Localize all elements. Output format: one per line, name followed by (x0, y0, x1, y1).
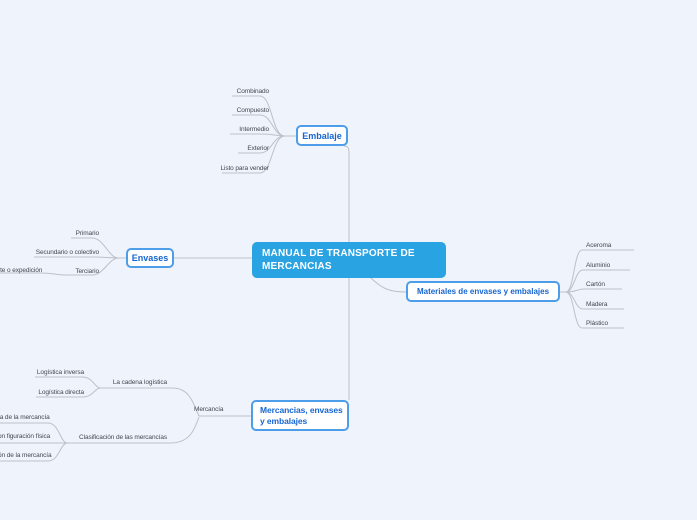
leaf-combinado[interactable]: Combinado (236, 88, 269, 95)
connector-leaf-logistica-directa (36, 387, 101, 398)
leaf-intermedio[interactable]: Intermedio (239, 126, 269, 133)
leaf-logistica-directa[interactable]: Logística directa (38, 389, 84, 396)
connector-leaf-exterior (238, 135, 285, 154)
leaf-aceroma[interactable]: Aceroma (586, 242, 612, 249)
leaf-carton[interactable]: Cartón (586, 281, 605, 288)
connector-leaf-secundario (34, 256, 119, 259)
central-node-title[interactable]: MANUAL DE TRANSPORTE DE MERCANCIAS (252, 242, 446, 278)
leaf-plastico[interactable]: Plástico (586, 320, 608, 327)
leaf-naturaleza-mercancia[interactable]: ta de la mercancía (0, 414, 50, 421)
leaf-terciario[interactable]: Terciario (75, 268, 99, 275)
leaf-clasificacion-mercancias[interactable]: Clasificación de las mercancías (79, 434, 167, 441)
leaf-madera[interactable]: Madera (586, 301, 608, 308)
connector-leaf-carton (565, 288, 622, 293)
connector-cadena-logistica (100, 387, 200, 417)
connector-leaf-naturaleza (0, 422, 68, 444)
leaf-mercancia[interactable]: Mercancía (194, 406, 224, 413)
connector-leaf-compuesto (232, 114, 285, 137)
connector-leaf-combinado (232, 95, 285, 137)
branch-node-materiales[interactable]: Materiales de envases y embalajes (406, 281, 560, 302)
connector-leaf-aceroma (565, 249, 634, 293)
leaf-secundario-o-colectivo[interactable]: Secundario o colectivo (35, 249, 99, 256)
connector-leaf-aluminio (565, 269, 630, 293)
branch-node-embalaje[interactable]: Embalaje (296, 125, 348, 146)
leaf-presentacion-mercancia[interactable]: ón de la mercancía (0, 452, 52, 459)
connector-leaf-listo (222, 135, 285, 174)
connector-central-embalaje (343, 145, 350, 242)
connector-leaf-presentacion (0, 442, 68, 462)
leaf-aluminio[interactable]: Aluminio (586, 262, 611, 269)
leaf-transporte-o-expedicion[interactable]: rte o expedición (0, 267, 43, 274)
leaf-logistica-inversa[interactable]: Logística inversa (36, 369, 84, 376)
leaf-la-cadena-logistica[interactable]: La cadena logística (112, 379, 167, 386)
branch-node-mercancias[interactable]: Mercancias, envases y embalajes (251, 400, 349, 431)
leaf-exterior[interactable]: Exterior (247, 145, 269, 152)
connector-leaf-terciario (66, 257, 119, 276)
connector-leaf-intermedio (230, 133, 285, 137)
connector-clasificacion (67, 416, 200, 444)
connector-leaf-rte-expedicion (0, 272, 67, 276)
leaf-compuesto[interactable]: Compuesto (236, 107, 269, 114)
leaf-listo-para-vender[interactable]: Listo para vender (220, 165, 269, 172)
connector-central-materiales (369, 276, 407, 293)
connector-leaf-logistica-inversa (35, 376, 101, 389)
leaf-configuracion-fisica[interactable]: on figuración física (0, 433, 51, 440)
branch-node-envases[interactable]: Envases (126, 248, 174, 268)
leaf-primario[interactable]: Primario (75, 230, 100, 237)
connector-leaf-plastico (565, 291, 624, 329)
connector-leaf-primario (71, 237, 119, 259)
